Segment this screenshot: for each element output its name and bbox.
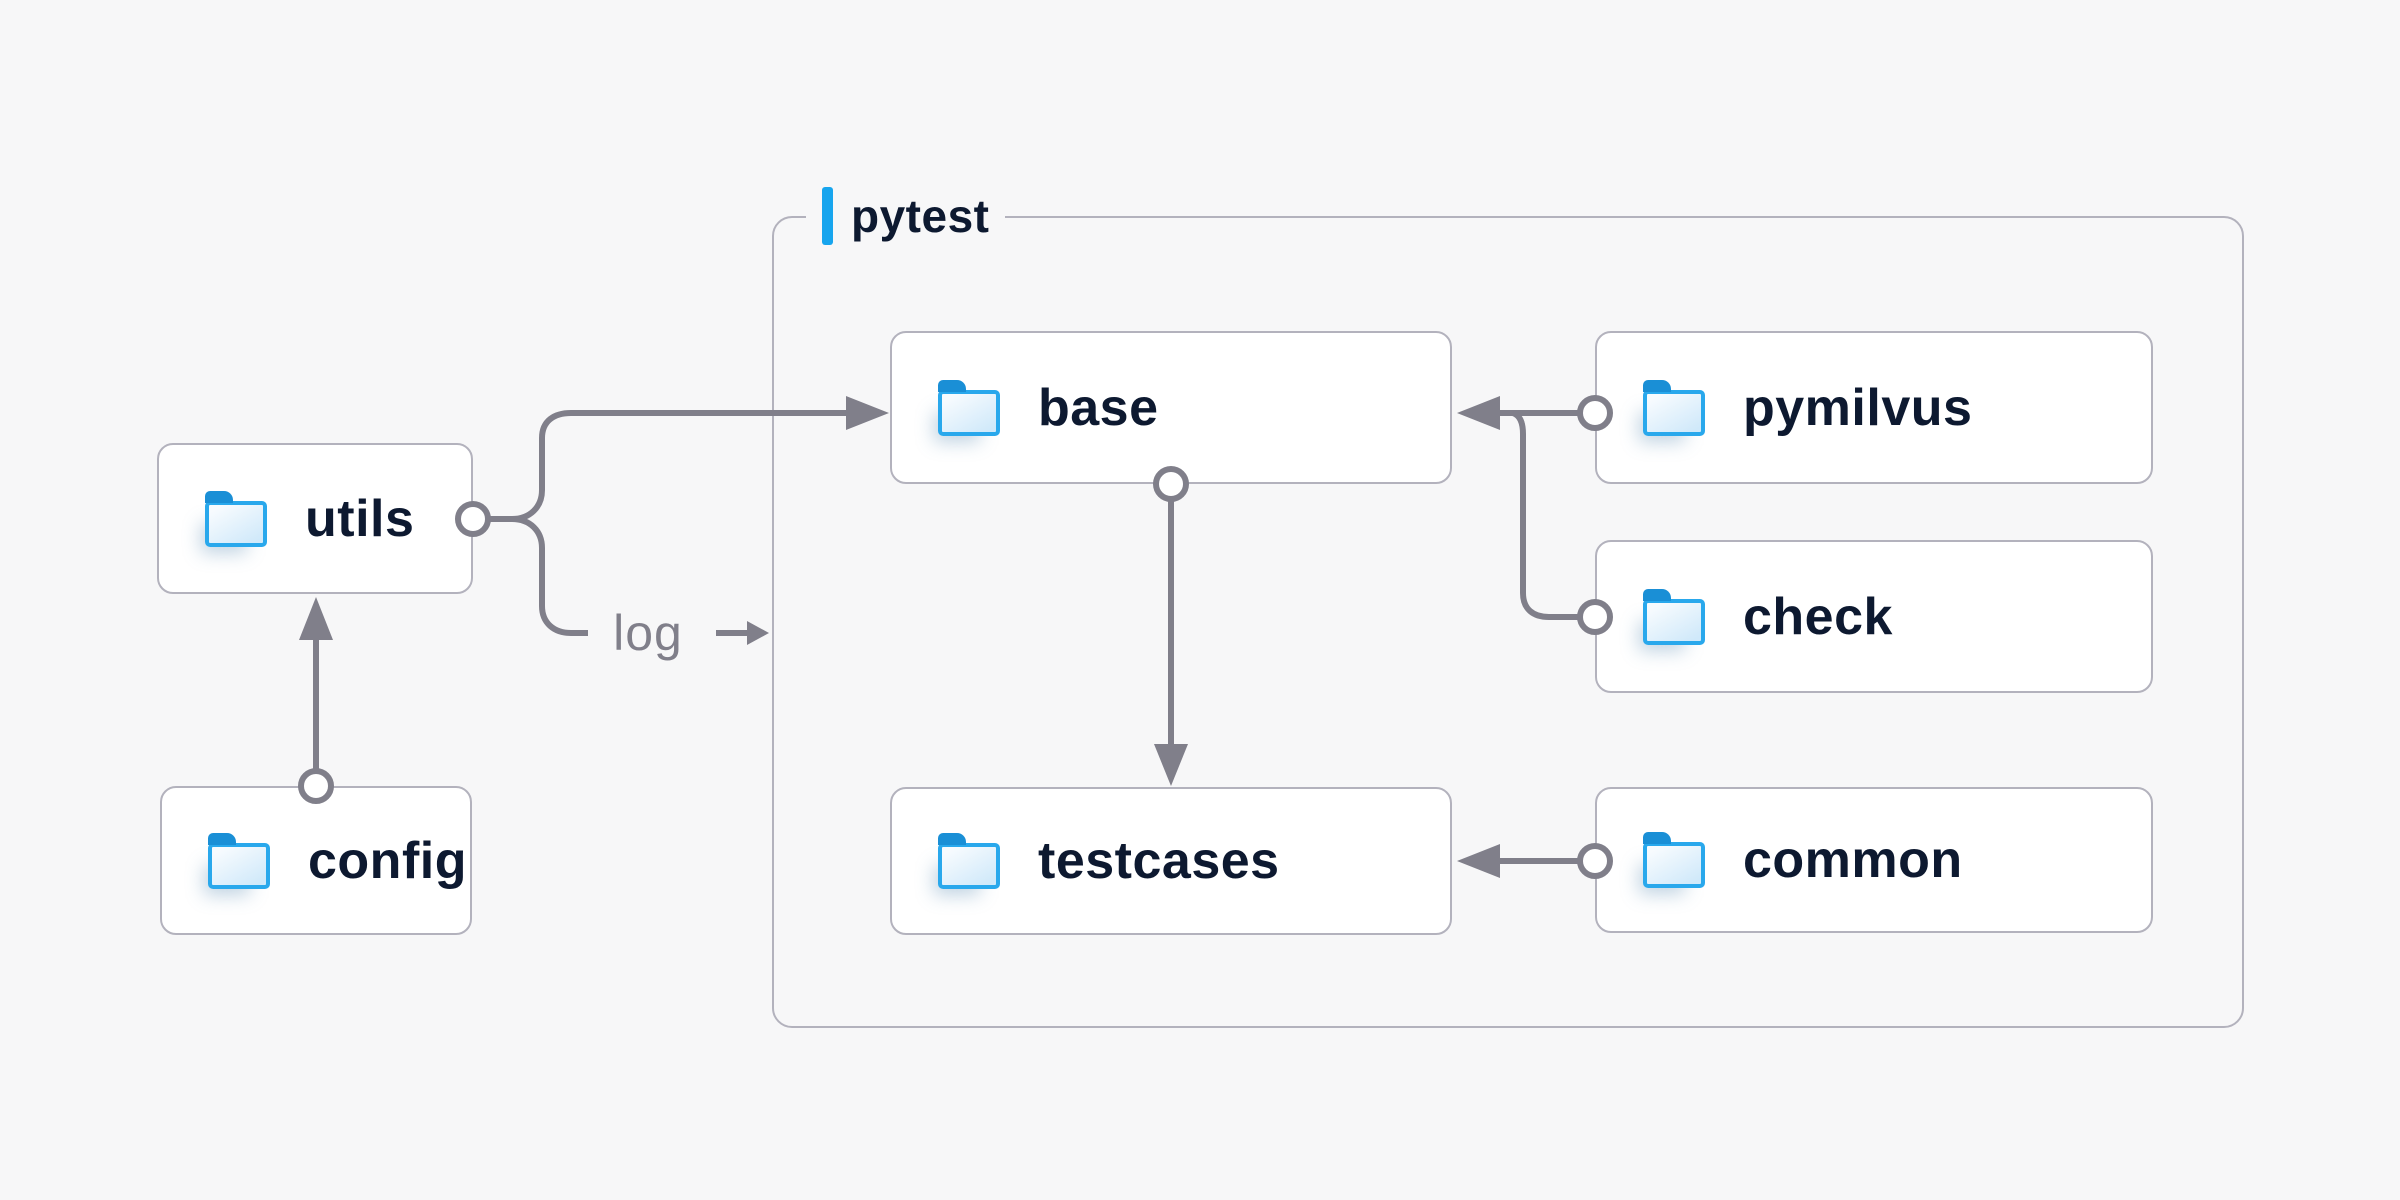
folder-icon — [205, 490, 267, 547]
node-label: check — [1743, 587, 1893, 646]
node-label: utils — [305, 489, 415, 548]
folder-icon — [1643, 379, 1705, 436]
pytest-group-label: pytest — [806, 184, 1006, 248]
edge-config-utils — [298, 597, 334, 804]
folder-icon — [208, 832, 270, 889]
folder-icon — [1643, 588, 1705, 645]
node-common: common — [1595, 787, 2153, 933]
node-pymilvus: pymilvus — [1595, 331, 2153, 484]
node-base: base — [890, 331, 1452, 484]
node-utils: utils — [157, 443, 473, 594]
edge-label-log: log — [613, 605, 683, 661]
accent-bar — [822, 187, 833, 245]
node-label: config — [308, 831, 467, 890]
node-label: pymilvus — [1743, 378, 1973, 437]
folder-icon — [938, 833, 1000, 889]
node-label: common — [1743, 831, 1963, 889]
folder-icon — [1643, 832, 1705, 888]
node-testcases: testcases — [890, 787, 1452, 935]
pytest-group-box — [772, 216, 2244, 1028]
node-config: config — [160, 786, 472, 935]
node-label: base — [1038, 378, 1159, 437]
group-title: pytest — [851, 190, 990, 242]
folder-icon — [938, 379, 1000, 436]
node-label: testcases — [1038, 832, 1280, 890]
node-check: check — [1595, 540, 2153, 693]
